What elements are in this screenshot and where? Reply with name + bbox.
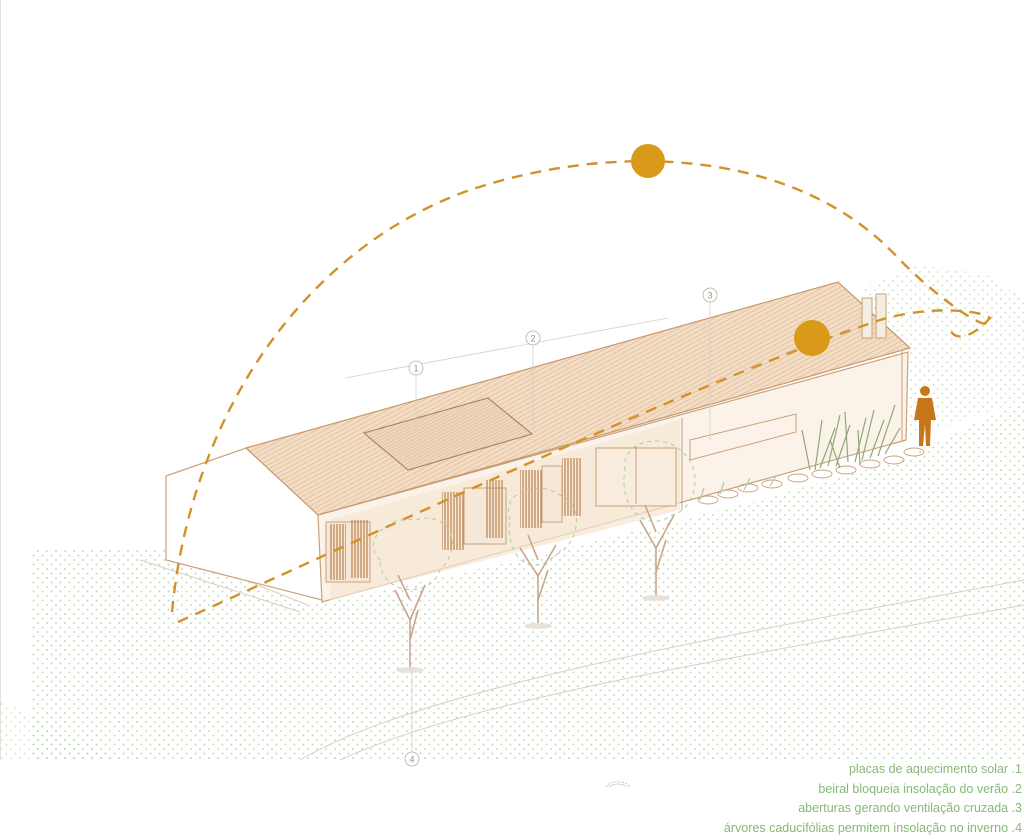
- grass-plants: [699, 404, 901, 501]
- legend: placas de aquecimento solar .1 beiral bl…: [422, 760, 1022, 838]
- eave-swatch-icon: [605, 781, 631, 788]
- tree: [623, 440, 696, 601]
- high-window: [689, 413, 797, 461]
- svg-text:3: 3: [707, 291, 712, 301]
- chimney: [875, 293, 887, 339]
- facade-openings: [325, 413, 797, 583]
- summer-sun: [631, 144, 665, 178]
- sun-path-arc: [170, 160, 987, 613]
- svg-text:1: 1: [413, 364, 418, 374]
- callout-4: 4: [404, 751, 420, 767]
- legend-item-4: árvores caducifólias permitem insolação …: [723, 820, 1022, 835]
- deciduous-trees: [373, 440, 696, 673]
- svg-text:4: 4: [409, 755, 414, 765]
- svg-text:2: 2: [530, 334, 535, 344]
- tree: [507, 487, 577, 629]
- legend-item-1: placas de aquecimento solar .1: [848, 762, 1022, 776]
- winter-sun: [794, 320, 830, 356]
- person-silhouette: [914, 386, 936, 446]
- callout-1: 1: [408, 360, 424, 376]
- house: [165, 281, 912, 603]
- callout-2: 2: [525, 330, 541, 346]
- legend-item-2: beiral bloqueia insolação do verão .2: [818, 781, 1022, 796]
- chimney: [861, 297, 873, 339]
- callout-leaders: [344, 302, 711, 752]
- tree: [373, 517, 453, 673]
- legend-item-3: aberturas gerando ventilação cruzada .3: [798, 801, 1022, 815]
- callout-3: 3: [702, 287, 718, 303]
